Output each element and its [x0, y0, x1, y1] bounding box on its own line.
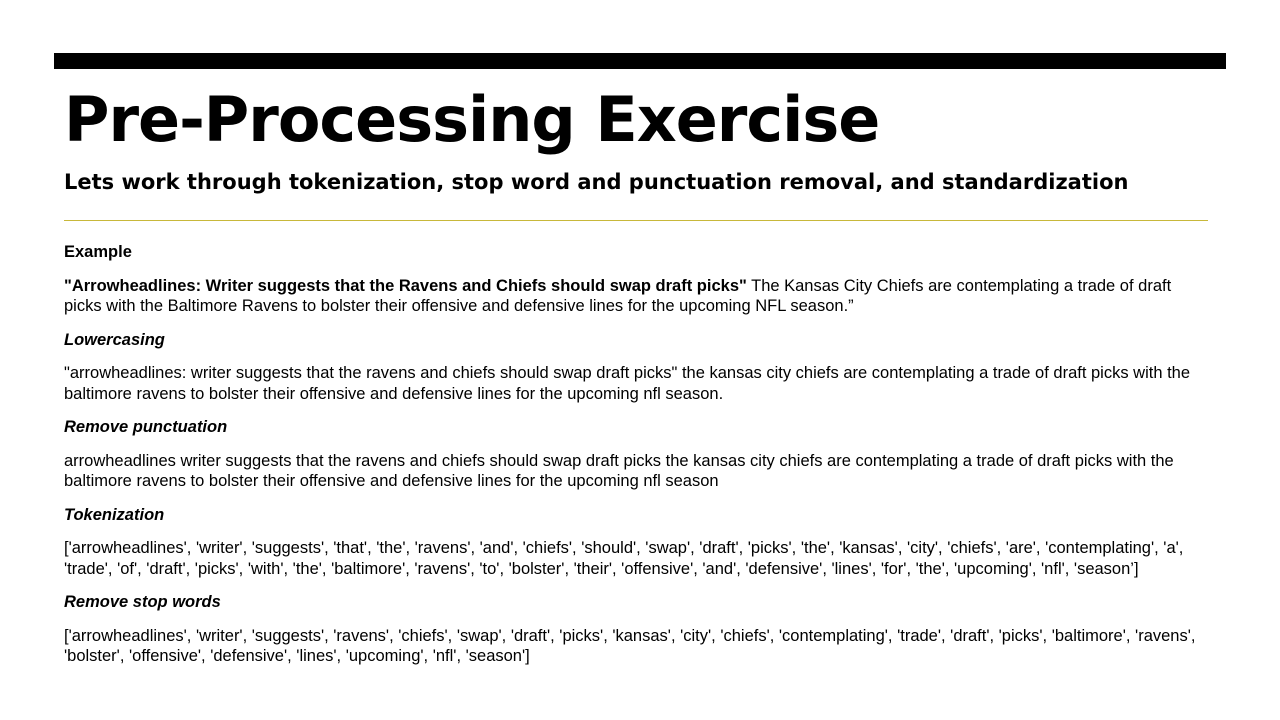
- remove-punctuation-heading: Remove punctuation: [64, 418, 228, 436]
- example-body: The Kansas City Chiefs are contemplating…: [64, 276, 1172, 316]
- tokenization-text: ['arrowheadlines', 'writer', 'suggests',…: [64, 539, 1184, 578]
- remove-stop-words-text: ['arrowheadlines', 'writer', 'suggests',…: [64, 626, 1196, 666]
- slide-body: Example "Arrowheadlines: Writer suggests…: [64, 242, 1206, 680]
- slide-title: Pre-Processing Exercise: [64, 83, 880, 156]
- lowercasing-heading: Lowercasing: [64, 330, 165, 349]
- example-headline: "Arrowheadlines: Writer suggests that th…: [64, 276, 747, 295]
- slide-subtitle: Lets work through tokenization, stop wor…: [64, 170, 1129, 194]
- title-divider: [64, 220, 1208, 221]
- title-accent-bar: [54, 53, 1226, 69]
- lowercasing-text: "arrowheadlines: writer suggests that th…: [64, 364, 1191, 403]
- example-text: "Arrowheadlines: Writer suggests that th…: [64, 276, 1206, 317]
- remove-stop-words-heading: Remove stop words: [64, 593, 221, 611]
- example-heading: Example: [64, 243, 132, 261]
- tokenization-heading: Tokenization: [64, 505, 165, 524]
- remove-punctuation-text: arrowheadlines writer suggests that the …: [64, 451, 1174, 491]
